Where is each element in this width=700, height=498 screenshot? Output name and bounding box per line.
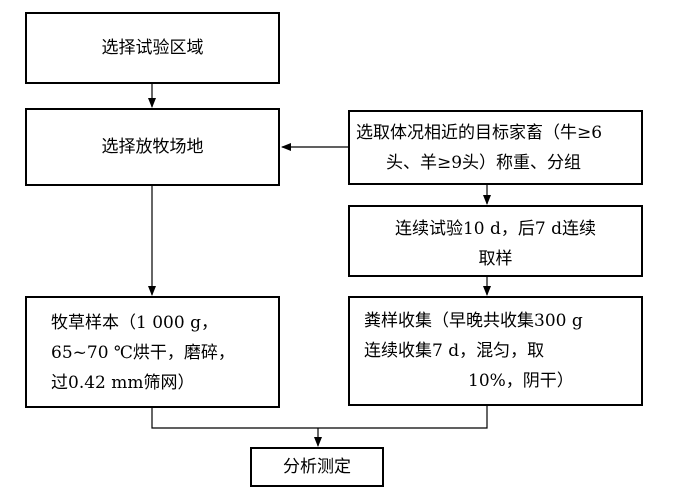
merge-line <box>151 406 488 429</box>
box-select-pasture-text: 选择放牧场地 <box>101 137 204 157</box>
box-forage-line1: 牧草样本（1 000 g， <box>51 313 218 333</box>
box-forage-line2: 65~70 ℃烘干，磨碎， <box>51 343 235 363</box>
box-analysis-text: 分析测定 <box>283 457 351 477</box>
box-trial-line1: 连续试验10 d，后7 d连续 <box>394 219 597 239</box>
box-trial: 连续试验10 d，后7 d连续 取样 <box>348 205 643 277</box>
box-select-area-text: 选择试验区域 <box>101 38 204 58</box>
box-select-animals-line2: 头、羊≥9头）称重、分组 <box>386 153 582 173</box>
box-trial-line2: 取样 <box>478 249 513 269</box>
box-forage-sample: 牧草样本（1 000 g， 65~70 ℃烘干，磨碎， 过0.42 mm筛网） <box>25 296 280 408</box>
box-feces-line1: 粪样收集（早晚共收集300 g <box>364 311 583 331</box>
box-select-animals: 选取体况相近的目标家畜（牛≥6 头、羊≥9头）称重、分组 <box>348 110 643 185</box>
box-feces-collection: 粪样收集（早晚共收集300 g 连续收集7 d，混匀，取 10%，阴干） <box>348 296 643 406</box>
box-select-pasture: 选择放牧场地 <box>25 108 280 186</box>
box-forage-line3: 过0.42 mm筛网） <box>51 373 195 393</box>
box-select-area: 选择试验区域 <box>25 12 280 84</box>
box-analysis: 分析测定 <box>250 447 384 487</box>
box-feces-line3: 10%，阴干） <box>468 371 574 391</box>
box-feces-line2: 连续收集7 d，混匀，取 <box>364 341 545 361</box>
box-select-animals-line1: 选取体况相近的目标家畜（牛≥6 <box>356 123 603 143</box>
